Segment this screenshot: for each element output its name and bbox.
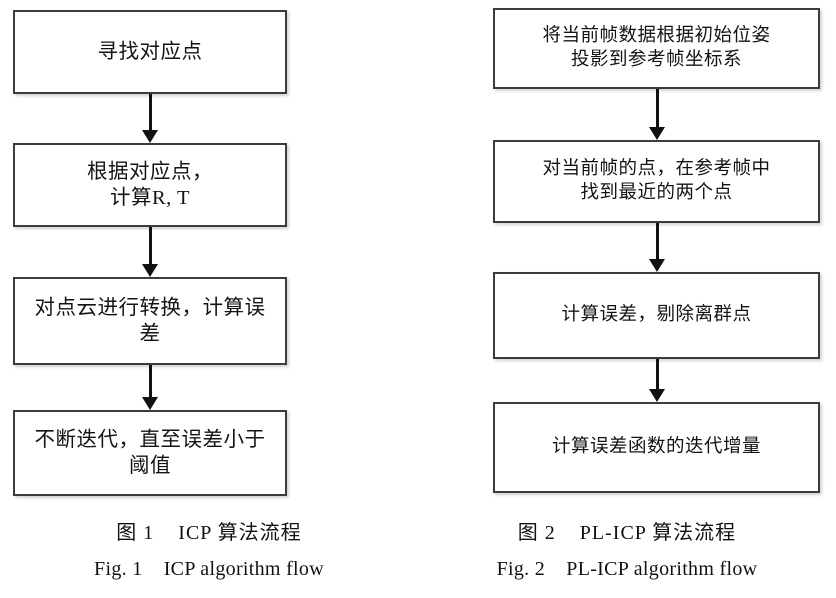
flow-step-label: 对点云进行转换，计算误 差 <box>34 296 266 345</box>
flow-step-box[interactable]: 将当前帧数据根据初始位姿 投影到参考帧坐标系 <box>493 8 820 89</box>
arrow-head <box>649 259 665 272</box>
flow-arrow-down-icon <box>647 359 667 402</box>
flow-step-box[interactable]: 根据对应点， 计算R, T <box>13 143 287 227</box>
figure-caption-chinese: 图 1 ICP 算法流程 <box>116 522 302 544</box>
flow-step-box[interactable]: 对当前帧的点，在参考帧中 找到最近的两个点 <box>493 140 820 223</box>
arrow-head <box>649 127 665 140</box>
arrow-head <box>142 264 158 277</box>
flow-step-box[interactable]: 对点云进行转换，计算误 差 <box>13 277 287 365</box>
arrow-shaft <box>149 227 152 265</box>
arrow-shaft <box>149 365 152 398</box>
flow-arrow-down-icon <box>140 365 160 410</box>
arrow-head <box>649 389 665 402</box>
arrow-shaft <box>656 223 659 260</box>
flow-step-label: 计算误差函数的迭代增量 <box>551 436 761 457</box>
arrow-shaft <box>656 89 659 128</box>
flow-step-label: 寻找对应点 <box>97 40 203 63</box>
flow-step-label: 将当前帧数据根据初始位姿 投影到参考帧坐标系 <box>542 25 771 70</box>
flow-step-label: 计算误差，剔除离群点 <box>561 304 752 325</box>
flow-step-box[interactable]: 计算误差，剔除离群点 <box>493 272 820 359</box>
flow-arrow-down-icon <box>140 227 160 277</box>
figure-caption-english: Fig. 1 ICP algorithm flow <box>94 558 324 580</box>
figure-plicp-flowchart: 将当前帧数据根据初始位姿 投影到参考帧坐标系 对当前帧的点，在参考帧中 找到最近… <box>418 0 836 598</box>
figure-caption-chinese: 图 2 PL-ICP 算法流程 <box>517 522 737 544</box>
flow-step-box[interactable]: 计算误差函数的迭代增量 <box>493 402 820 493</box>
arrow-head <box>142 397 158 410</box>
arrow-head <box>142 130 158 143</box>
flow-step-box[interactable]: 寻找对应点 <box>13 10 287 94</box>
flow-arrow-down-icon <box>140 94 160 143</box>
flow-step-label: 根据对应点， 计算R, T <box>87 160 213 209</box>
flow-step-label: 对当前帧的点，在参考帧中 找到最近的两个点 <box>542 158 771 203</box>
flow-step-label: 不断迭代，直至误差小于 阈值 <box>34 428 266 477</box>
flow-arrow-down-icon <box>647 223 667 272</box>
arrow-shaft <box>656 359 659 390</box>
figure-caption-english: Fig. 2 PL-ICP algorithm flow <box>496 558 758 580</box>
arrow-shaft <box>149 94 152 131</box>
figure-icp-flowchart: 寻找对应点 根据对应点， 计算R, T 对点云进行转换，计算误 差 不断迭代，直… <box>13 10 324 580</box>
flow-step-box[interactable]: 不断迭代，直至误差小于 阈值 <box>13 410 287 496</box>
flow-arrow-down-icon <box>647 89 667 140</box>
